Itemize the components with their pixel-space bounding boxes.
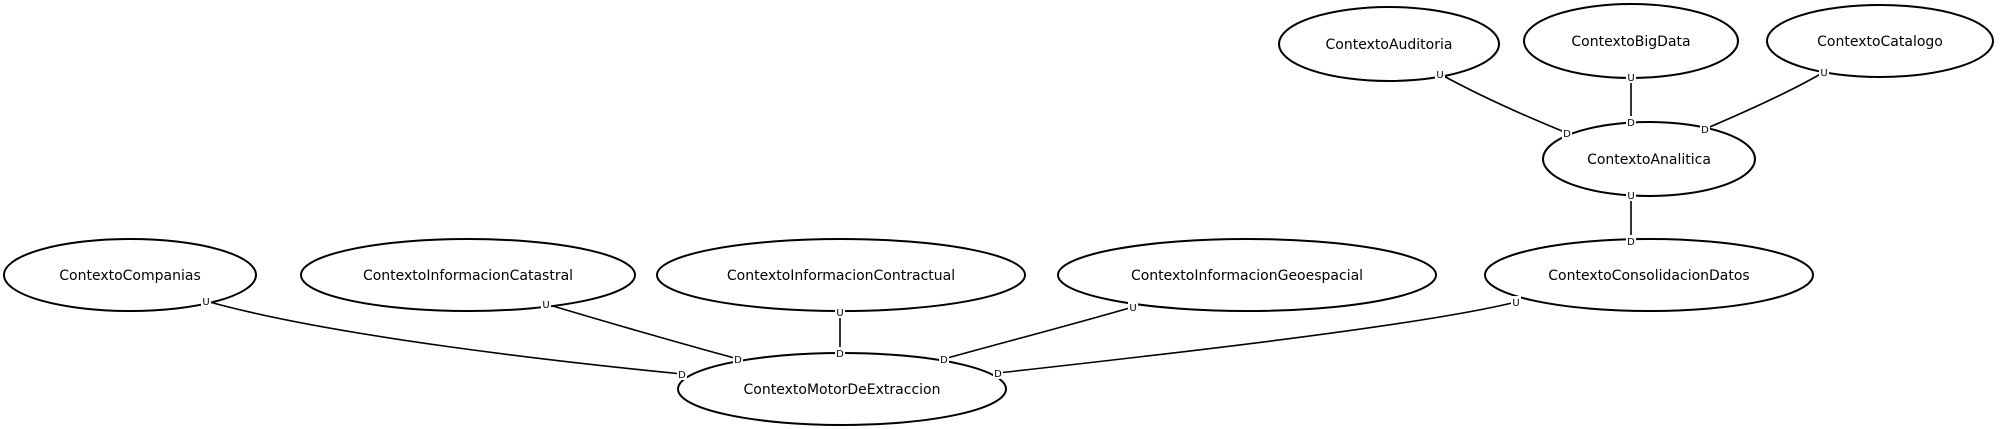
edge-catastral-motor-upstream-port: U (541, 298, 551, 311)
edge-bigdata-analitica-downstream-port: D (1626, 116, 1636, 129)
edge-catalogo-analitica-downstream-port: D (1700, 123, 1710, 136)
edge-catastral-motor-upstream-port-label: U (542, 300, 549, 311)
edge-auditoria-analitica-downstream-port: D (1562, 127, 1572, 140)
edge-contractual-motor-upstream-port-label: U (836, 308, 843, 319)
edge-bigdata-analitica-downstream-port-bg (1626, 116, 1636, 128)
node-catastral-label: ContextoInformacionCatastral (363, 268, 573, 284)
edge-contractual-motor-downstream-port: D (835, 347, 845, 360)
edge-catastral-motor-downstream-port: D (733, 353, 743, 366)
node-companias[interactable]: ContextoCompanias (3, 238, 257, 312)
edge-catalogo-analitica-upstream-port-bg (1819, 66, 1829, 78)
edge-companias-motor (205, 300, 683, 375)
node-companias-label: ContextoCompanias (59, 268, 201, 284)
edge-catalogo-analitica-downstream-port-bg (1700, 123, 1710, 135)
edge-companias-motor-upstream-port-bg (201, 295, 211, 307)
node-motor[interactable]: ContextoMotorDeExtraccion (677, 352, 1007, 426)
edge-contractual-motor-downstream-port-bg (835, 347, 845, 359)
edge-companias-motor-upstream-port: U (201, 295, 211, 308)
node-catastral[interactable]: ContextoInformacionCatastral (300, 238, 636, 312)
edge-geoespacial-motor-upstream-port-bg (1128, 301, 1138, 313)
node-companias-ellipse (3, 238, 257, 312)
edge-bigdata-analitica-upstream-port: U (1626, 71, 1636, 84)
edge-geoespacial-motor-downstream-port-bg (939, 353, 949, 365)
edge-analitica-consolidacion-upstream-port: U (1626, 189, 1636, 202)
edge-catalogo-analitica (1704, 71, 1825, 130)
node-geoespacial[interactable]: ContextoInformacionGeoespacial (1057, 238, 1437, 312)
edge-companias-motor-downstream-port-label: D (678, 370, 686, 381)
edge-catastral-motor-downstream-port-bg (733, 353, 743, 365)
edge-auditoria-analitica-upstream-port-bg (1435, 68, 1445, 80)
edge-auditoria-analitica-downstream-port-label: D (1563, 129, 1571, 140)
edge-geoespacial-motor-downstream-port: D (939, 353, 949, 366)
edge-catastral-motor (545, 303, 739, 360)
node-contractual[interactable]: ContextoInformacionContractual (656, 238, 1026, 312)
edge-catalogo-analitica-upstream-port-label: U (1820, 68, 1827, 79)
node-analitica[interactable]: ContextoAnalitica (1542, 121, 1756, 197)
node-catastral-ellipse (300, 238, 636, 312)
edge-companias-motor-downstream-port: D (677, 368, 687, 381)
edge-geoespacial-motor (943, 306, 1134, 360)
node-catalogo-ellipse (1766, 4, 1994, 78)
node-motor-label: ContextoMotorDeExtraccion (744, 382, 941, 398)
node-bigdata-label: ContextoBigData (1571, 34, 1690, 50)
edge-contractual-motor-upstream-port: U (835, 306, 845, 319)
node-geoespacial-label: ContextoInformacionGeoespacial (1131, 268, 1363, 284)
edge-auditoria-analitica (1439, 73, 1568, 134)
node-auditoria[interactable]: ContextoAuditoria (1278, 6, 1500, 82)
ports-layer: U D U D U D U D U D U D U D U D U D (201, 66, 1829, 381)
node-contractual-label: ContextoInformacionContractual (727, 268, 955, 284)
edge-geoespacial-motor-upstream-port-label: U (1129, 303, 1136, 314)
edge-bigdata-analitica-upstream-port-bg (1626, 71, 1636, 83)
node-analitica-label: ContextoAnalitica (1587, 152, 1711, 168)
edge-catalogo-analitica-upstream-port: U (1819, 66, 1829, 79)
edge-analitica-consolidacion-upstream-port-bg (1626, 189, 1636, 201)
edge-auditoria-analitica-upstream-port-label: U (1436, 70, 1443, 81)
edge-auditoria-analitica-downstream-port-bg (1562, 127, 1572, 139)
edge-consolidacion-motor-downstream-port-bg (993, 367, 1003, 379)
node-analitica-ellipse (1542, 121, 1756, 197)
edge-geoespacial-motor-upstream-port: U (1128, 301, 1138, 314)
edges-layer (205, 71, 1825, 375)
edge-consolidacion-motor-upstream-port-label: U (1512, 298, 1519, 309)
node-auditoria-ellipse (1278, 6, 1500, 82)
edge-bigdata-analitica-downstream-port-label: D (1627, 118, 1635, 129)
edge-consolidacion-motor (997, 301, 1517, 374)
edge-contractual-motor-downstream-port-label: D (836, 349, 844, 360)
node-consolidacion-label: ContextoConsolidacionDatos (1548, 268, 1749, 284)
edge-companias-motor-downstream-port-bg (677, 368, 687, 380)
edge-consolidacion-motor-upstream-port: U (1511, 296, 1521, 309)
edge-contractual-motor-upstream-port-bg (835, 306, 845, 318)
node-geoespacial-ellipse (1057, 238, 1437, 312)
edge-analitica-consolidacion-downstream-port: D (1626, 235, 1636, 248)
edge-consolidacion-motor-downstream-port-label: D (994, 369, 1002, 380)
node-catalogo[interactable]: ContextoCatalogo (1766, 4, 1994, 78)
edge-geoespacial-motor-downstream-port-label: D (940, 355, 948, 366)
edge-companias-motor-upstream-port-label: U (202, 297, 209, 308)
edge-catalogo-analitica-downstream-port-label: D (1701, 125, 1709, 136)
edge-bigdata-analitica-upstream-port-label: U (1627, 73, 1634, 84)
edge-catastral-motor-downstream-port-label: D (734, 355, 742, 366)
edge-analitica-consolidacion-upstream-port-label: U (1627, 191, 1634, 202)
edge-consolidacion-motor-upstream-port-bg (1511, 296, 1521, 308)
node-consolidacion[interactable]: ContextoConsolidacionDatos (1484, 238, 1814, 312)
edge-analitica-consolidacion-downstream-port-bg (1626, 235, 1636, 247)
edge-catastral-motor-upstream-port-bg (541, 298, 551, 310)
node-bigdata[interactable]: ContextoBigData (1523, 3, 1739, 79)
node-auditoria-label: ContextoAuditoria (1326, 37, 1453, 53)
node-consolidacion-ellipse (1484, 238, 1814, 312)
edge-analitica-consolidacion-downstream-port-label: D (1627, 237, 1635, 248)
edge-auditoria-analitica-upstream-port: U (1435, 68, 1445, 81)
edge-consolidacion-motor-downstream-port: D (993, 367, 1003, 380)
node-catalogo-label: ContextoCatalogo (1817, 34, 1943, 50)
